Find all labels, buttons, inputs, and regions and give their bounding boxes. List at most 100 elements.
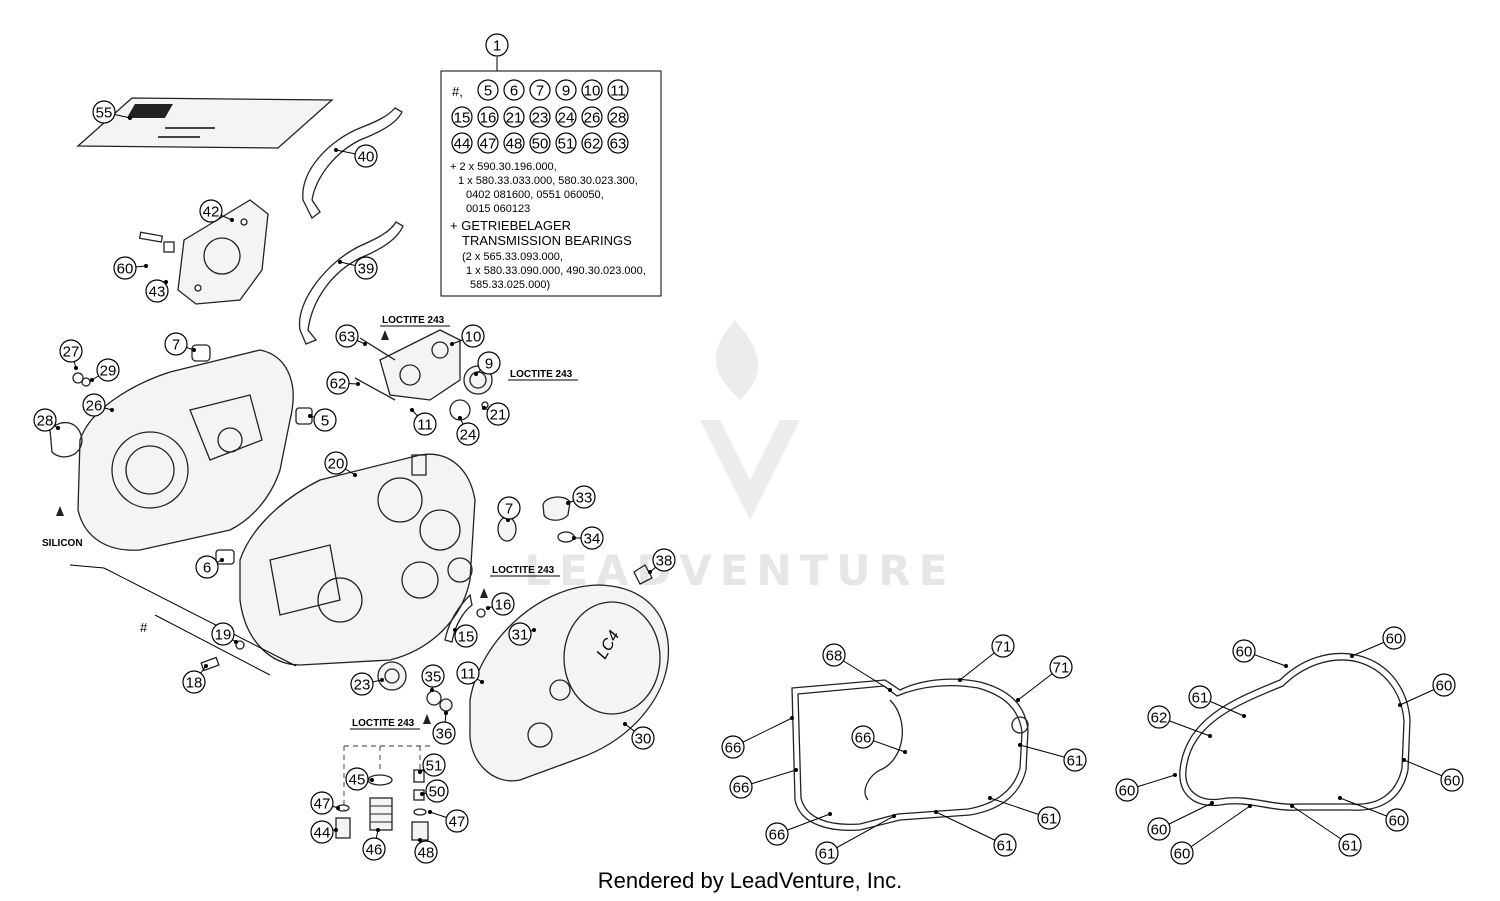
callout-leader-dot xyxy=(418,770,422,774)
kit-part-number: 24 xyxy=(558,110,575,127)
kit-part-circle xyxy=(477,132,499,154)
kit-part-number: 28 xyxy=(610,110,627,127)
callout-circle xyxy=(345,767,369,791)
kit-part-number: 62 xyxy=(584,136,601,153)
kit-part-number: 6 xyxy=(510,83,518,100)
callout-number-g66d: 66 xyxy=(769,827,786,844)
callout-number-c44: 44 xyxy=(314,825,331,842)
callout-number-kit: 1 xyxy=(493,38,501,55)
callout-number-c63: 63 xyxy=(339,329,356,346)
callout-circle xyxy=(354,144,378,168)
kit-part-number: 9 xyxy=(562,83,570,100)
callout-leader-dot xyxy=(474,372,478,376)
callout-number-c19: 19 xyxy=(215,627,232,644)
callout-leader-dot xyxy=(1208,734,1212,738)
callout-number-g66b: 66 xyxy=(855,730,872,747)
callout-circle xyxy=(1049,655,1073,679)
callout-number-c46: 46 xyxy=(366,842,383,859)
callout-circle xyxy=(572,485,596,509)
callout-circle xyxy=(354,256,378,280)
callout-number-c27: 27 xyxy=(63,344,80,361)
kit-part-circle xyxy=(451,132,473,154)
callout-number-c23: 23 xyxy=(354,677,371,694)
callout-number-c7b: 7 xyxy=(505,501,513,518)
kit-part-circle xyxy=(555,106,577,128)
callout-circle xyxy=(335,324,359,348)
callout-number-c7a: 7 xyxy=(172,337,180,354)
kit-line-2: 1 x 580.33.033.000, 580.30.023.300, xyxy=(458,175,638,187)
callout-leader-dot xyxy=(74,366,78,370)
kit-part-circle xyxy=(607,106,629,128)
kit-part-circle xyxy=(477,106,499,128)
callout-leader-dot xyxy=(903,750,907,754)
callout-leader-dot xyxy=(363,342,367,346)
callout-leader-dot xyxy=(482,406,486,410)
callout-number-c18: 18 xyxy=(186,675,203,692)
callout-number-g71b: 71 xyxy=(1053,660,1070,677)
callout-leader-dot xyxy=(128,116,132,120)
callout-leader-dot xyxy=(532,628,536,632)
callout-circle xyxy=(851,725,875,749)
callout-number-c21: 21 xyxy=(490,407,507,424)
callout-circle xyxy=(310,820,334,844)
kit-hash: #, xyxy=(452,84,463,99)
kit-part-number: 23 xyxy=(532,110,549,127)
loctite-note-1: LOCTITE 243 xyxy=(382,315,445,326)
callout-circle xyxy=(33,408,57,432)
callout-number-h62: 62 xyxy=(1151,710,1168,727)
callout-number-c47b: 47 xyxy=(449,814,466,831)
right-crankcase-half xyxy=(200,453,476,672)
callout-number-h61a: 61 xyxy=(1192,690,1209,707)
callout-leader-dot xyxy=(892,814,896,818)
callout-number-c10: 10 xyxy=(465,329,482,346)
callout-circle xyxy=(445,809,469,833)
callout-number-c45: 45 xyxy=(349,772,366,789)
callout-circle xyxy=(631,726,655,750)
callout-leader-dot xyxy=(566,501,570,505)
callout-circle xyxy=(652,548,676,572)
callout-leader-dot xyxy=(648,570,652,574)
kit-part-circle xyxy=(529,132,551,154)
kit-part-circle xyxy=(529,79,551,101)
callout-leader-dot xyxy=(353,473,357,477)
callout-leader-dot xyxy=(336,806,340,810)
callout-circle xyxy=(1338,833,1362,857)
callout-number-g61a: 61 xyxy=(1067,753,1084,770)
hash-group-label: # xyxy=(140,620,148,635)
callout-leader-dot xyxy=(430,688,434,692)
callout-number-h61b: 61 xyxy=(1342,838,1359,855)
sprocket-cover xyxy=(138,199,269,305)
callout-circle xyxy=(1232,639,1256,663)
kit-bearing-line-3: 585.33.025.000) xyxy=(470,279,550,291)
callout-number-h60e: 60 xyxy=(1119,783,1136,800)
kit-part-circle xyxy=(451,106,473,128)
callout-circle xyxy=(456,661,480,685)
kit-part-circle xyxy=(607,132,629,154)
callout-circle xyxy=(1170,841,1194,865)
callout-leader-dot xyxy=(370,778,374,782)
kit-part-number: 16 xyxy=(480,110,497,127)
callout-circle xyxy=(486,402,510,426)
callout-circle xyxy=(485,33,509,57)
callout-number-c50: 50 xyxy=(429,784,446,801)
callout-number-c28: 28 xyxy=(37,413,54,430)
callout-circle xyxy=(1147,817,1171,841)
kit-part-circle xyxy=(607,79,629,101)
callout-number-c31: 31 xyxy=(512,627,529,644)
callout-leader-dot xyxy=(1210,801,1214,805)
kit-part-number: 21 xyxy=(506,110,523,127)
callout-leader-dot xyxy=(1338,796,1342,800)
callout-leader-dot xyxy=(888,688,892,692)
callout-number-h60g: 60 xyxy=(1151,822,1168,839)
callout-circle xyxy=(422,753,446,777)
kit-part-number: 7 xyxy=(536,83,544,100)
left-crankcase-half: SILICON xyxy=(42,344,313,551)
callout-leader-dot xyxy=(90,378,94,382)
callout-number-c26: 26 xyxy=(86,398,103,415)
callout-number-c43: 43 xyxy=(149,284,166,301)
kit-bearing-line-1: (2 x 565.33.093.000, xyxy=(462,251,563,263)
callout-leader-dot xyxy=(376,828,380,832)
kit-part-circle xyxy=(581,106,603,128)
kit-part-number: 10 xyxy=(584,83,601,100)
